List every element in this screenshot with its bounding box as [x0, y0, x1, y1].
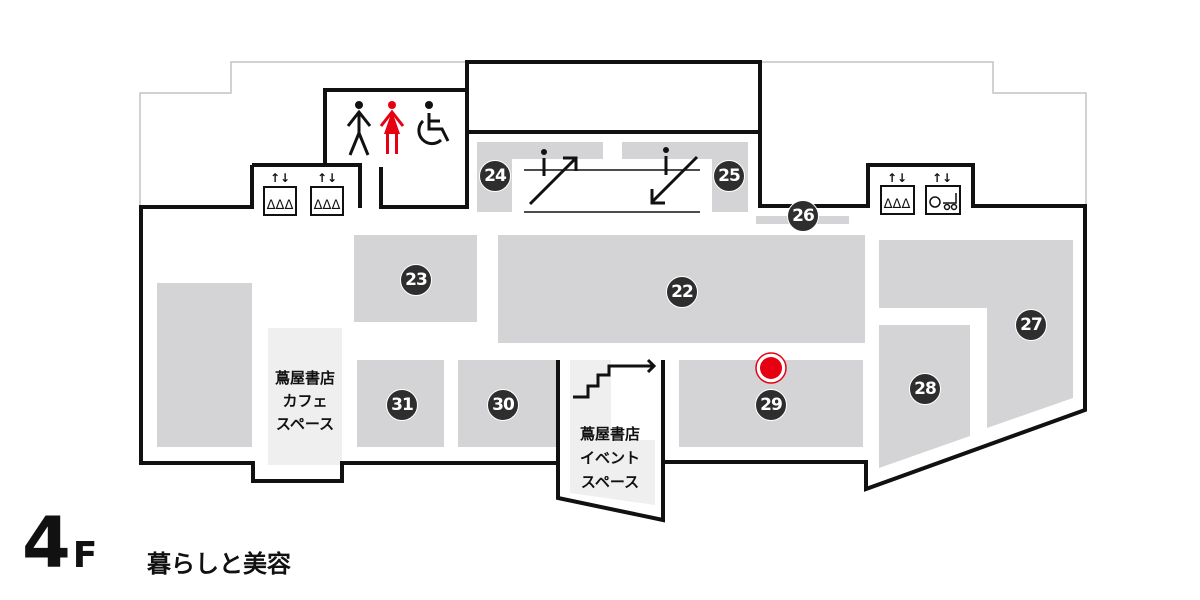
- svg-text:28: 28: [914, 379, 936, 399]
- shop-24-area[interactable]: [477, 142, 603, 212]
- cafe-space-area[interactable]: [268, 328, 342, 465]
- event-space-wall: [556, 360, 665, 523]
- svg-text:イベント: イベント: [580, 449, 640, 467]
- svg-text:ᐃᐃᐃ: ᐃᐃᐃ: [884, 197, 911, 212]
- stairs-icon: [573, 364, 654, 399]
- svg-text:蔦屋書店: 蔦屋書店: [275, 369, 335, 387]
- event-space-label: 蔦屋書店 イベント スペース: [580, 425, 640, 491]
- svg-text:27: 27: [1020, 315, 1042, 335]
- cafe-space-label: 蔦屋書店 カフェ スペース: [275, 369, 335, 433]
- svg-text:26: 26: [792, 206, 814, 226]
- svg-text:スペース: スペース: [581, 473, 639, 491]
- floor-number-digit: 4: [22, 502, 71, 584]
- wall-east: [663, 132, 1087, 492]
- svg-text:ᐃᐃᐃ: ᐃᐃᐃ: [314, 198, 341, 213]
- svg-text:↑↓: ↑↓: [932, 171, 952, 185]
- svg-text:↑↓: ↑↓: [270, 171, 290, 185]
- elevator-icon: ↑↓ ᐃᐃᐃ: [880, 171, 915, 215]
- svg-text:23: 23: [405, 270, 427, 290]
- stairs-arrow: [646, 358, 657, 374]
- shop-badge-26[interactable]: 26: [787, 200, 819, 232]
- svg-text:29: 29: [760, 395, 782, 415]
- svg-text:22: 22: [671, 282, 693, 302]
- shop-badge-25[interactable]: 25: [713, 160, 745, 192]
- svg-text:30: 30: [492, 395, 515, 415]
- building-outline-right: [760, 61, 1087, 205]
- svg-text:25: 25: [718, 166, 740, 186]
- shop-badge-24[interactable]: 24: [479, 160, 511, 192]
- shop-area-left[interactable]: [157, 283, 252, 447]
- shop-badge-31[interactable]: 31: [386, 389, 418, 421]
- building-outline: [139, 61, 467, 205]
- wall-west: [139, 165, 558, 483]
- svg-text:蔦屋書店: 蔦屋書店: [580, 425, 640, 443]
- floor-name: 暮らしと美容: [147, 550, 291, 578]
- shop-badge-29[interactable]: 29: [755, 389, 787, 421]
- shop-badge-28[interactable]: 28: [909, 373, 941, 405]
- escalator-down-icon: [650, 147, 699, 205]
- accessible-elevator-icon: ↑↓: [925, 171, 961, 215]
- shop-27-area[interactable]: [879, 240, 1073, 428]
- shop-badge-30[interactable]: 30: [487, 389, 519, 421]
- svg-text:↑↓: ↑↓: [317, 171, 337, 185]
- svg-text:↑↓: ↑↓: [887, 171, 907, 185]
- elevator-icon: ↑↓ ᐃᐃᐃ: [310, 171, 344, 216]
- floor-suffix: F: [72, 535, 98, 576]
- svg-text:24: 24: [484, 166, 507, 186]
- women-toilet-icon: [379, 101, 405, 154]
- shop-badge-22[interactable]: 22: [666, 276, 698, 308]
- shop-badge-23[interactable]: 23: [400, 264, 432, 296]
- men-toilet-icon: [346, 101, 372, 156]
- shop-badge-27[interactable]: 27: [1015, 309, 1047, 341]
- elevator-icon: ↑↓ ᐃᐃᐃ: [263, 171, 297, 216]
- accessible-toilet-icon: [417, 101, 450, 146]
- shop-25-area[interactable]: [622, 142, 748, 212]
- current-location-icon: [755, 352, 787, 384]
- escalator-up-icon: [524, 149, 700, 213]
- svg-text:31: 31: [391, 395, 413, 415]
- svg-text:ᐃᐃᐃ: ᐃᐃᐃ: [267, 198, 294, 213]
- toilet-wall: [323, 88, 467, 165]
- elevator-hall-wall: [252, 163, 362, 208]
- svg-text:カフェ: カフェ: [282, 392, 327, 410]
- svg-text:スペース: スペース: [276, 415, 334, 433]
- toilet-wall-inner: [379, 60, 762, 209]
- event-space-area[interactable]: [570, 360, 655, 505]
- floor-number: 4F: [22, 508, 97, 578]
